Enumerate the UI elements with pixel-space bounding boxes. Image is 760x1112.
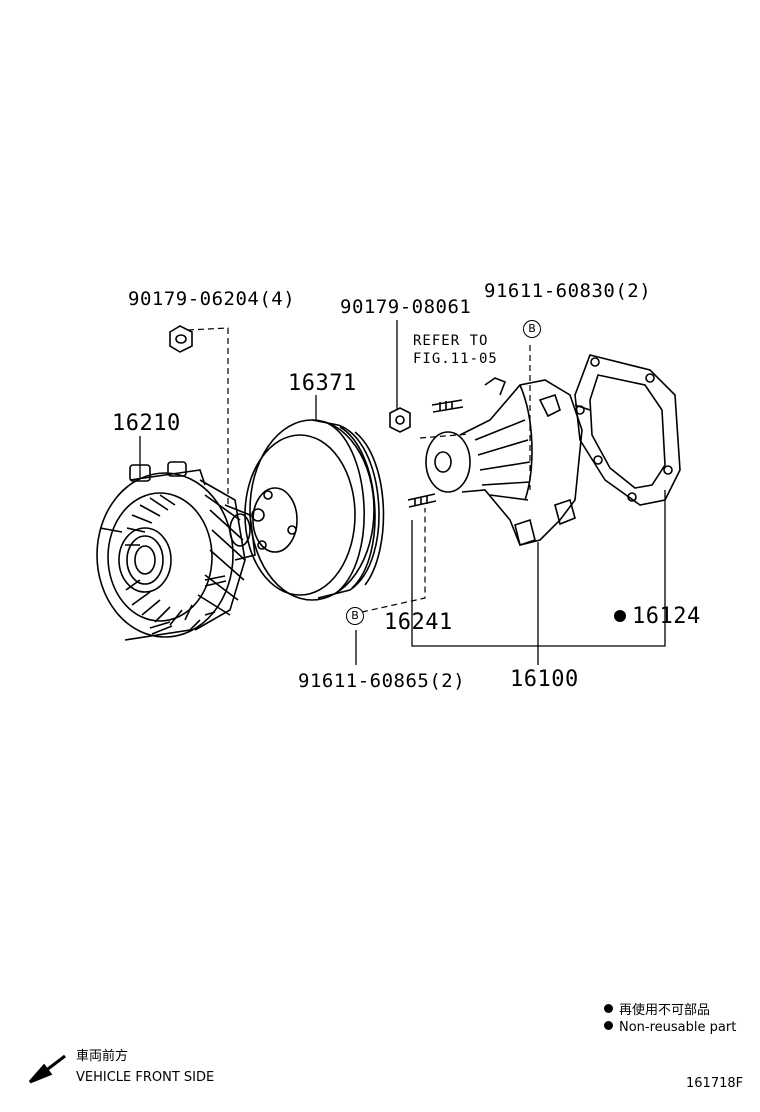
water-pump-drawing: [425, 377, 591, 547]
dashed-leaders: [187, 327, 531, 613]
front-arrow-drawing: [28, 1054, 66, 1084]
bullet-icon: [604, 1004, 613, 1013]
nut-pump-drawing: [389, 407, 411, 433]
label-fan-pulley: 16371: [288, 371, 357, 396]
refer-line1: REFER TO: [413, 333, 489, 349]
label-bolt-upper: 91611-60830(2): [484, 280, 652, 302]
marker-b-lower: B: [346, 607, 364, 625]
label-nut-pump: 90179-08061: [340, 296, 472, 318]
legend-en: Non-reusable part: [604, 1021, 736, 1034]
stud-16241-drawing: [407, 493, 437, 508]
label-stud-bolt: 16241: [384, 610, 453, 635]
label-bolt-lower: 91611-60865(2): [298, 670, 466, 692]
fan-pulley-drawing: [244, 419, 385, 601]
nut-fan-drawing: [169, 325, 193, 353]
stud-upper-drawing: [431, 399, 464, 413]
leader-lines: [139, 320, 666, 665]
bullet-icon: [604, 1021, 613, 1030]
label-gasket: 16124: [614, 606, 701, 628]
non-reusable-bullet-icon: [614, 610, 626, 622]
label-water-pump: 16100: [510, 667, 579, 692]
front-en: VEHICLE FRONT SIDE: [76, 1070, 215, 1085]
marker-b-upper: B: [523, 320, 541, 338]
gasket-drawing: [574, 354, 681, 506]
legend-jp: 再使用不可部品: [604, 1004, 710, 1017]
label-fan-clutch: 16210: [112, 411, 181, 436]
refer-line2: FIG.11-05: [413, 351, 498, 367]
figure-id: 161718F: [686, 1076, 744, 1091]
fan-clutch-drawing: [96, 461, 256, 641]
label-nut-fan: 90179-06204(4): [128, 288, 296, 310]
front-jp: 車両前方: [76, 1049, 129, 1064]
